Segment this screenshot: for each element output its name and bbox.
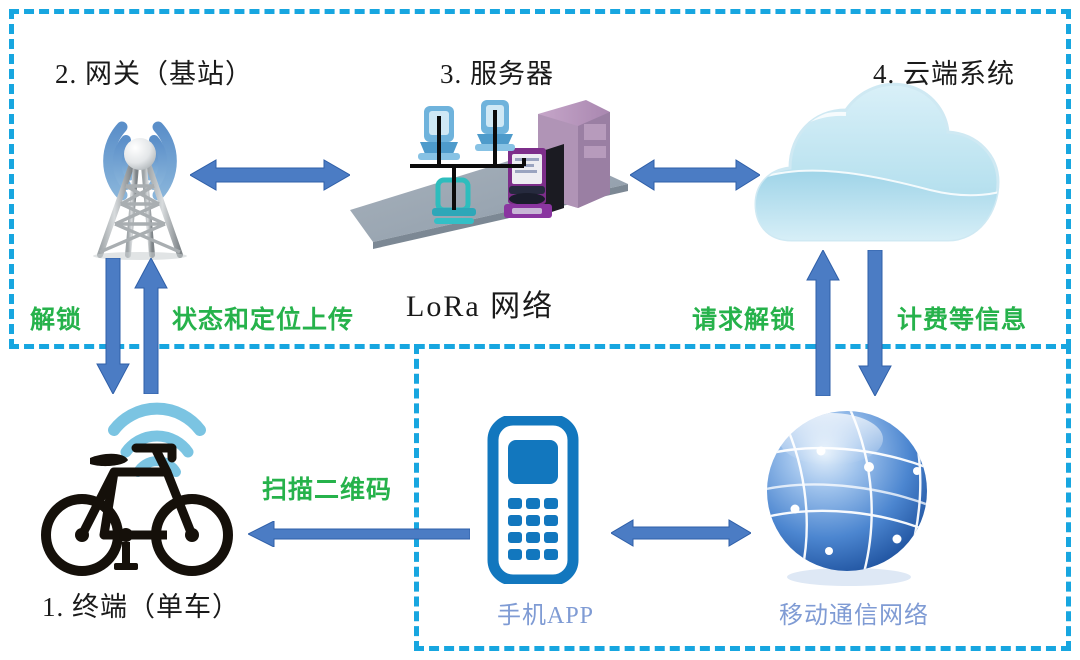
arrow-server-cloud	[629, 158, 761, 197]
node-label-server: 3. 服务器	[440, 59, 554, 89]
arrow-scan-qr-left	[246, 520, 471, 552]
node-label-mobile-network: 移动通信网络	[779, 603, 929, 629]
arrow-billing-down	[857, 249, 893, 401]
node-label-terminal: 1. 终端（单车）	[42, 592, 240, 622]
mobile-phone-icon	[487, 414, 579, 586]
flow-label-billing-info: 计费等信息	[897, 307, 1028, 334]
arrow-unlock-down	[95, 257, 131, 399]
server-network-icon	[338, 92, 633, 252]
flow-label-request-unlock: 请求解锁	[692, 307, 797, 334]
flow-label-scan-qr: 扫描二维码	[262, 477, 393, 504]
arrow-gateway-server	[188, 158, 352, 197]
arrow-phone-network	[610, 518, 752, 553]
flow-label-unlock: 解锁	[30, 307, 83, 334]
flow-label-status-upload: 状态和定位上传	[172, 307, 355, 334]
bicycle-icon	[32, 402, 247, 580]
globe-network-icon	[757, 405, 942, 588]
lora-network-title: LoRa 网络	[406, 290, 555, 323]
node-label-cloud: 4. 云端系统	[873, 59, 1015, 89]
node-label-phone: 手机APP	[497, 603, 595, 629]
node-label-gateway: 2. 网关（基站）	[55, 59, 253, 89]
arrow-status-up	[133, 256, 169, 399]
cloud-icon	[750, 62, 1010, 247]
region-mobile-network	[414, 344, 1071, 651]
arrow-request-unlock-up	[805, 248, 841, 401]
